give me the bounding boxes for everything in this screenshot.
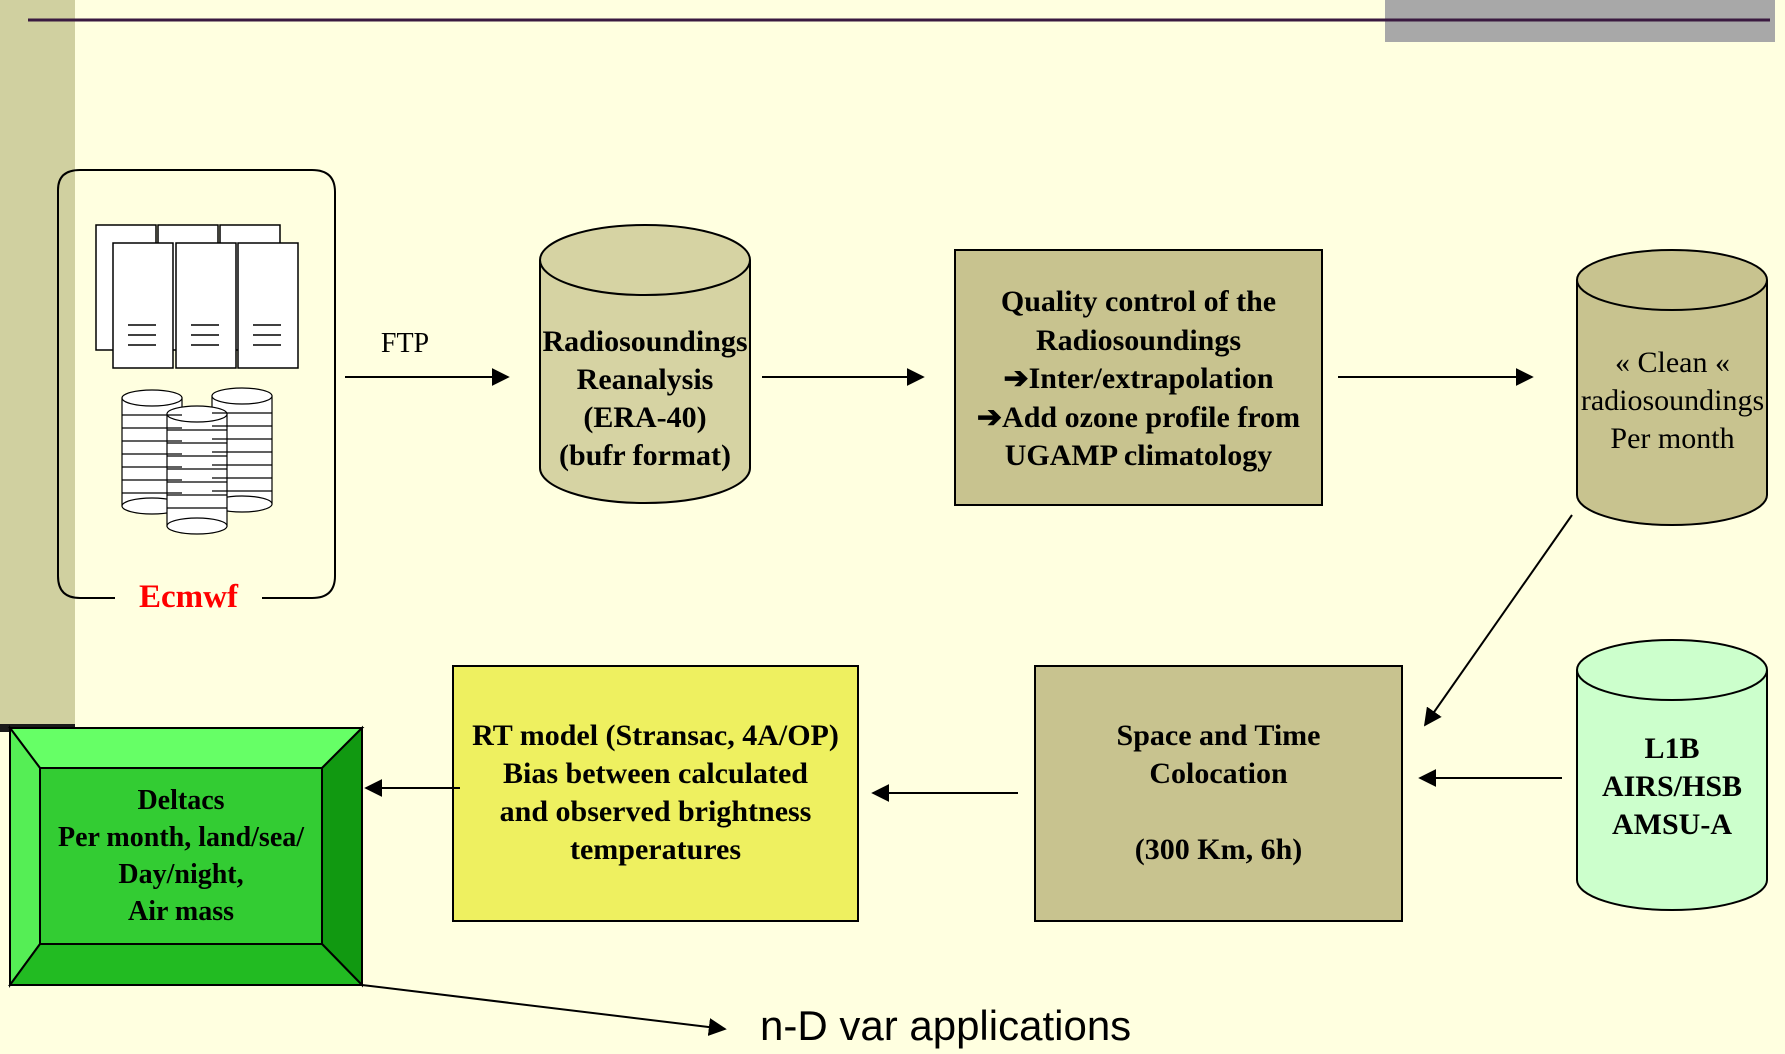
deltacs-box <box>8 725 365 989</box>
radiosoundings-line-2: Reanalysis <box>576 363 714 396</box>
l1b-line-2: AIRS/HSB <box>1601 770 1743 803</box>
ftp-label: FTP <box>380 328 430 359</box>
rt-model-box <box>452 665 859 922</box>
deltacs-line-2: Per month, land/sea/ <box>57 822 305 853</box>
database-disks-icon <box>121 387 273 535</box>
quality-control-line-5: UGAMP climatology <box>1004 439 1273 472</box>
quality-control-box <box>954 249 1323 506</box>
clean-radiosoundings-database <box>1576 249 1768 526</box>
colocation-line-3 <box>1035 793 1402 831</box>
l1b-line-3: AMSU-A <box>1612 808 1732 841</box>
clean-radiosoundings-label: « Clean « radiosoundings Per month <box>1545 344 1785 458</box>
ecmwf-frame <box>57 169 336 599</box>
radiosoundings-line-3: (ERA-40) <box>583 401 707 434</box>
l1b-line-1: L1B <box>1644 732 1700 765</box>
colocation-box <box>1034 665 1403 922</box>
radiosoundings-label: Radiosoundings Reanalysis (ERA-40) (bufr… <box>520 323 770 475</box>
deltacs-line-3: Day/night, <box>118 859 244 890</box>
colocation-line-2: Colocation <box>1149 757 1288 790</box>
clean-line-1: « Clean « <box>1615 346 1730 379</box>
left-sidebar <box>0 0 75 724</box>
radiosoundings-line-4: (bufr format) <box>559 439 731 472</box>
rt-model-line-1: RT model (Stransac, 4A/OP) <box>472 719 839 752</box>
l1b-label: L1B AIRS/HSB AMSU-A <box>1577 730 1767 844</box>
l1b-database <box>1576 639 1768 911</box>
deltacs-label: Deltacs Per month, land/sea/ Day/night, … <box>36 782 326 930</box>
rt-model-line-3: and observed brightness <box>499 795 812 828</box>
deltacs-line-1: Deltacs <box>137 785 225 816</box>
radiosoundings-database <box>539 224 751 504</box>
arrow-clean-to-colocation <box>1423 514 1573 727</box>
quality-control-label: Quality control of the Radiosoundings ➔I… <box>955 283 1322 476</box>
output-label: n-D var applications <box>760 1002 1132 1049</box>
ecmwf-label: Ecmwf <box>139 579 238 615</box>
radiosoundings-line-1: Radiosoundings <box>542 325 748 358</box>
clean-line-2: radiosoundings <box>1580 384 1765 417</box>
arrow-to-output <box>361 984 727 1036</box>
quality-control-line-4: ➔Add ozone profile from <box>976 400 1301 434</box>
quality-control-line-2: Radiosoundings <box>1035 323 1242 357</box>
rt-model-line-2: Bias between calculated <box>503 757 808 790</box>
quality-control-line-3: ➔Inter/extrapolation <box>1003 362 1274 395</box>
deltacs-line-4: Air mass <box>127 896 235 927</box>
quality-control-line-1: Quality control of the <box>1000 285 1277 318</box>
rt-model-label: RT model (Stransac, 4A/OP) Bias between … <box>445 717 866 869</box>
colocation-line-4: (300 Km, 6h) <box>1134 833 1303 866</box>
colocation-label: Space and Time Colocation (300 Km, 6h) <box>1035 717 1402 869</box>
server-rack-icon <box>95 224 299 369</box>
clean-line-3: Per month <box>1610 422 1735 455</box>
colocation-line-1: Space and Time <box>1116 719 1321 752</box>
rt-model-line-4: temperatures <box>569 833 742 866</box>
